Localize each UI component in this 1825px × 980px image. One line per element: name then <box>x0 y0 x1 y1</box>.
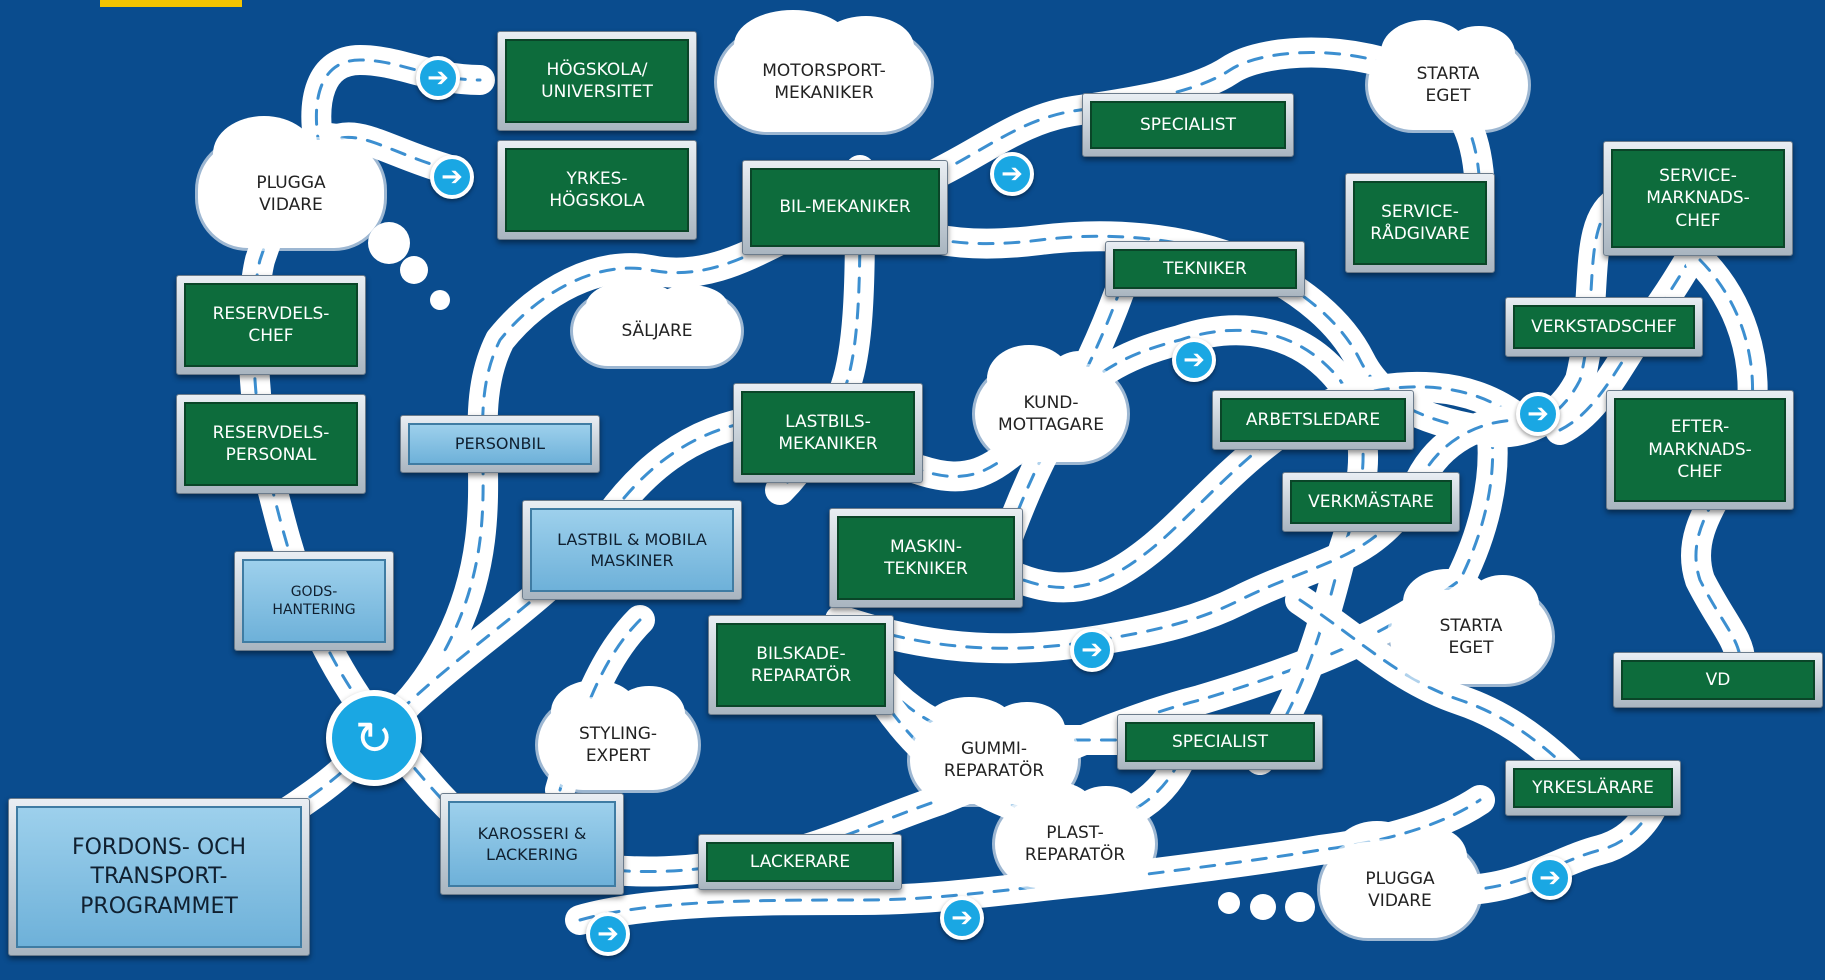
cloud-starta-eget-top: STARTA EGET <box>1368 20 1528 130</box>
occupation-label: SPECIALIST <box>1090 101 1286 149</box>
roundabout-icon: ↻ <box>326 690 422 786</box>
program-label: KAROSSERI & LACKERING <box>448 801 616 887</box>
occupation-specialist-bottom[interactable]: SPECIALIST <box>1117 714 1323 770</box>
arrow-right-icon: ➔ <box>416 56 460 100</box>
occupation-verkmastare[interactable]: VERKMÄSTARE <box>1282 472 1460 532</box>
thought-dot <box>400 256 428 284</box>
occupation-servicemarknadschef[interactable]: SERVICE- MARKNADS- CHEF <box>1603 141 1793 256</box>
occupation-lackerare[interactable]: LACKERARE <box>698 834 902 890</box>
program-godshantering[interactable]: GODS- HANTERING <box>234 551 394 651</box>
occupation-label: VERKSTADSCHEF <box>1513 305 1695 349</box>
occupation-label: BIL-MEKANIKER <box>750 168 940 247</box>
occupation-label: SERVICE- RÅDGIVARE <box>1353 181 1487 265</box>
occupation-arbetsledare[interactable]: ARBETSLEDARE <box>1212 390 1414 450</box>
program-lastbil[interactable]: LASTBIL & MOBILA MASKINER <box>522 500 742 600</box>
program-label: GODS- HANTERING <box>242 559 386 643</box>
occupation-serviceradgivare[interactable]: SERVICE- RÅDGIVARE <box>1345 173 1495 273</box>
logo-tab <box>100 0 242 7</box>
occupation-label: TEKNIKER <box>1113 249 1297 289</box>
occupation-reservdelschef[interactable]: RESERVDELS- CHEF <box>176 275 366 375</box>
thought-dot <box>1218 892 1240 914</box>
thought-dot <box>1285 892 1315 922</box>
occupation-yrkeslarare[interactable]: YRKESLÄRARE <box>1505 760 1681 816</box>
program-personbil[interactable]: PERSONBIL <box>400 415 600 473</box>
thought-dot <box>430 290 450 310</box>
arrow-right-icon: ➔ <box>1528 856 1572 900</box>
occupation-label: EFTER- MARKNADS- CHEF <box>1614 398 1786 502</box>
occupation-label: ARBETSLEDARE <box>1220 398 1406 442</box>
occupation-label: BILSKADE- REPARATÖR <box>716 623 886 707</box>
occupation-label: VD <box>1621 660 1815 700</box>
occupation-bilmekaniker[interactable]: BIL-MEKANIKER <box>742 160 948 255</box>
cloud-kundmottagare: KUND- MOTTAGARE <box>975 344 1127 462</box>
occupation-label: YRKESLÄRARE <box>1513 768 1673 808</box>
occupation-eftermarknadschef[interactable]: EFTER- MARKNADS- CHEF <box>1606 390 1794 510</box>
thought-dot <box>368 222 410 264</box>
arrow-right-icon: ➔ <box>940 896 984 940</box>
occupation-label: SERVICE- MARKNADS- CHEF <box>1611 149 1785 248</box>
occupation-label: RESERVDELS- PERSONAL <box>184 402 358 486</box>
arrow-right-icon: ➔ <box>1172 338 1216 382</box>
thought-dot <box>1250 894 1276 920</box>
start-sign[interactable]: FORDONS- OCH TRANSPORT- PROGRAMMET <box>8 798 310 956</box>
arrow-right-icon: ➔ <box>586 912 630 956</box>
occupation-label: MASKIN- TEKNIKER <box>837 516 1015 600</box>
occupation-label: VERKMÄSTARE <box>1290 480 1452 524</box>
occupation-tekniker[interactable]: TEKNIKER <box>1105 241 1305 297</box>
occupation-label: SPECIALIST <box>1125 722 1315 762</box>
occupation-label: LACKERARE <box>706 842 894 882</box>
cloud-gummireparator: GUMMI- REPARATÖR <box>910 696 1078 804</box>
occupation-verkstadschef[interactable]: VERKSTADSCHEF <box>1505 297 1703 357</box>
arrow-right-icon: ➔ <box>1070 628 1114 672</box>
occupation-bilskadereparator[interactable]: BILSKADE- REPARATÖR <box>708 615 894 715</box>
cloud-plastreparator: PLAST- REPARATÖR <box>995 780 1155 888</box>
road <box>838 418 1522 650</box>
cloud-starta-eget-bottom: STARTA EGET <box>1390 569 1552 684</box>
arrow-right-icon: ➔ <box>430 155 474 199</box>
occupation-hogskola[interactable]: HÖGSKOLA/ UNIVERSITET <box>497 31 697 131</box>
cloud-plugga-vidare-bottom: PLUGGA VIDARE <box>1320 820 1480 938</box>
occupation-label: RESERVDELS- CHEF <box>184 283 358 367</box>
road <box>998 385 1522 589</box>
occupation-yrkeshogskola[interactable]: YRKES- HÖGSKOLA <box>497 140 697 240</box>
occupation-reservdelspersonal[interactable]: RESERVDELS- PERSONAL <box>176 394 366 494</box>
occupation-label: HÖGSKOLA/ UNIVERSITET <box>505 39 689 123</box>
program-label: PERSONBIL <box>408 423 592 465</box>
occupation-label: LASTBILS- MEKANIKER <box>741 391 915 475</box>
occupation-specialist-top[interactable]: SPECIALIST <box>1082 93 1294 157</box>
cloud-stylingexpert: STYLING- EXPERT <box>538 680 698 790</box>
road <box>998 262 1212 562</box>
arrow-right-icon: ➔ <box>1516 392 1560 436</box>
occupation-vd[interactable]: VD <box>1613 652 1823 708</box>
cloud-plugga-vidare-top: PLUGGA VIDARE <box>198 116 384 248</box>
start-label: FORDONS- OCH TRANSPORT- PROGRAMMET <box>16 806 302 948</box>
cloud-motorsportmekaniker: MOTORSPORT- MEKANIKER <box>717 10 931 132</box>
cloud-saljare: SÄLJARE <box>573 280 741 366</box>
occupation-maskintekniker[interactable]: MASKIN- TEKNIKER <box>829 508 1023 608</box>
road <box>858 198 1622 435</box>
program-karosseri[interactable]: KAROSSERI & LACKERING <box>440 793 624 895</box>
occupation-label: YRKES- HÖGSKOLA <box>505 148 689 232</box>
occupation-lastbilsmekaniker[interactable]: LASTBILS- MEKANIKER <box>733 383 923 483</box>
arrow-right-icon: ➔ <box>990 152 1034 196</box>
program-label: LASTBIL & MOBILA MASKINER <box>530 508 734 592</box>
